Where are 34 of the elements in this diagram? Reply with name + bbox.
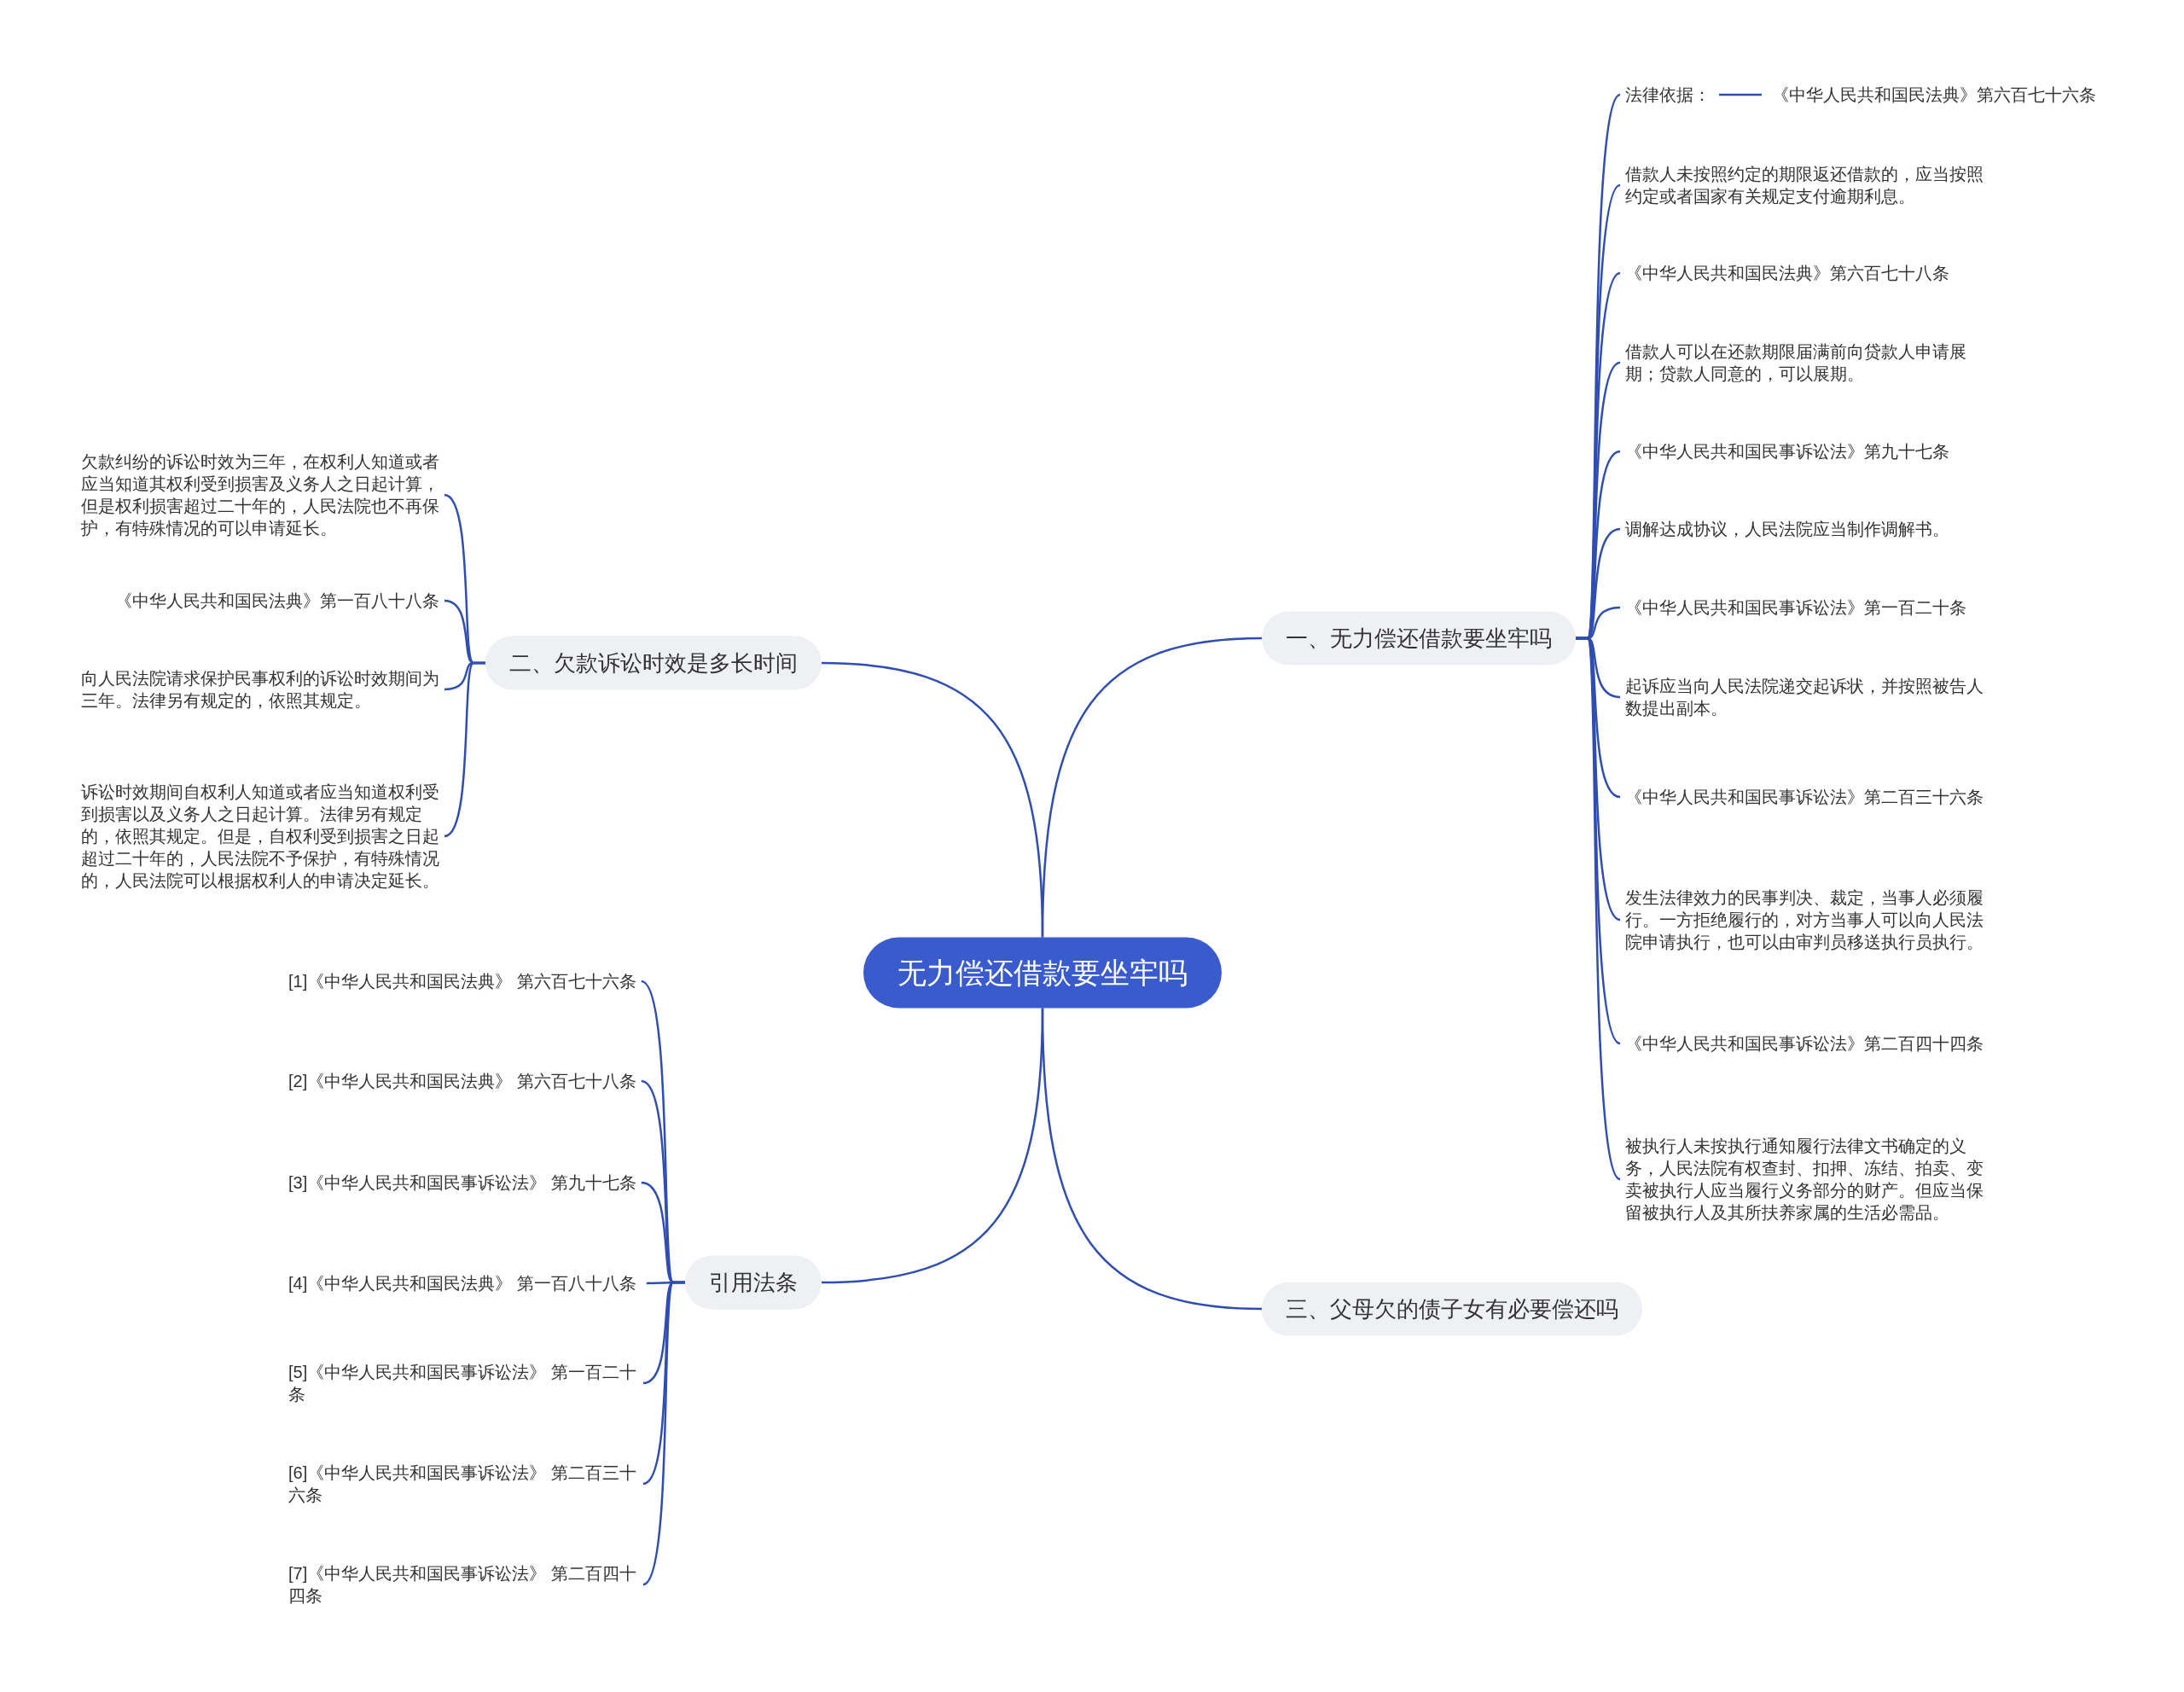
connector-line [821,661,1044,938]
connector-line [1041,1008,1263,1311]
note-text: [7]《中华人民共和国民事诉讼法》 第二百四十四条 [288,1562,638,1607]
note-text: 法律依据： [1625,84,1711,106]
note-text: 欠款纠纷的诉讼时效为三年，在权利人知道或者应当知道其权利受到损害及义务人之日起计算，但是权利损害超过二十年的，人民法院也不再保护，有特殊情况的可以申请延长。 [81,451,439,539]
note-text: 发生法律效力的民事判决、裁定，当事人必须履行。一方拒绝履行的，对方当事人可以向人民法院申请执行，也可以由审判员移送执行员执行。 [1625,887,1984,953]
note-text: 《中华人民共和国民法典》第一百八十八条 [115,590,439,612]
connector-line [642,1281,685,1585]
central-topic: 无力偿还借款要坐牢吗 [863,937,1222,1009]
branch-topic: 引用法条 [685,1255,822,1310]
connector-line [444,661,485,838]
note-text: 《中华人民共和国民法典》第六百七十六条 [1772,84,2096,106]
note-text: 《中华人民共和国民事诉讼法》第一百二十条 [1625,596,1966,619]
note-text: [5]《中华人民共和国民事诉讼法》 第一百二十条 [288,1361,638,1405]
note-text: [2]《中华人民共和国民法典》 第六百七十八条 [288,1070,636,1092]
branch-topic: 二、欠款诉讼时效是多长时间 [485,636,822,690]
note-text: [4]《中华人民共和国民法典》 第一百八十八条 [288,1272,636,1294]
note-text: 被执行人未按执行通知履行法律文书确定的义务，人民法院有权查封、扣押、冻结、拍卖、变卖被执行人应当履行义务部分的财产。但应当保留被执行人及其所扶养家属的生活必需品。 [1625,1135,1984,1224]
connector-line [1719,93,1762,96]
note-text: 调解达成协议，人民法院应当制作调解书。 [1625,518,1949,540]
note-text: 向人民法院请求保护民事权利的诉讼时效期间为三年。法律另有规定的，依照其规定。 [81,667,439,712]
branch-topic: 三、父母欠的债子女有必要偿还吗 [1262,1282,1642,1336]
note-text: 借款人未按照约定的期限返还借款的，应当按照约定或者国家有关规定支付逾期利息。 [1625,163,1984,207]
note-text: 《中华人民共和国民法典》第六百七十八条 [1625,262,1949,284]
note-text: [6]《中华人民共和国民事诉讼法》 第二百三十六条 [288,1462,638,1506]
note-text: 《中华人民共和国民事诉讼法》第九十七条 [1625,440,1949,462]
note-text: 借款人可以在还款期限届满前向贷款人申请展期；贷款人同意的，可以展期。 [1625,340,1984,385]
branch-topic: 一、无力偿还借款要坐牢吗 [1262,611,1576,666]
note-text: 《中华人民共和国民事诉讼法》第二百三十六条 [1625,786,1984,808]
note-text: [1]《中华人民共和国民法典》 第六百七十六条 [288,970,636,992]
note-text: 诉讼时效期间自权利人知道或者应当知道权利受到损害以及义务人之日起计算。法律另有规定的，依照其规定。但是，自权利受到损害之日起超过二十年的，人民法院不予保护，有特殊情况的，人民法院可以根据权利人的申请决定延长。 [81,781,439,892]
note-text: 《中华人民共和国民事诉讼法》第二百四十四条 [1625,1032,1984,1055]
note-text: 起诉应当向人民法院递交起诉状，并按照被告人数提出副本。 [1625,675,1984,719]
note-text: [3]《中华人民共和国民事诉讼法》 第九十七条 [288,1172,636,1194]
